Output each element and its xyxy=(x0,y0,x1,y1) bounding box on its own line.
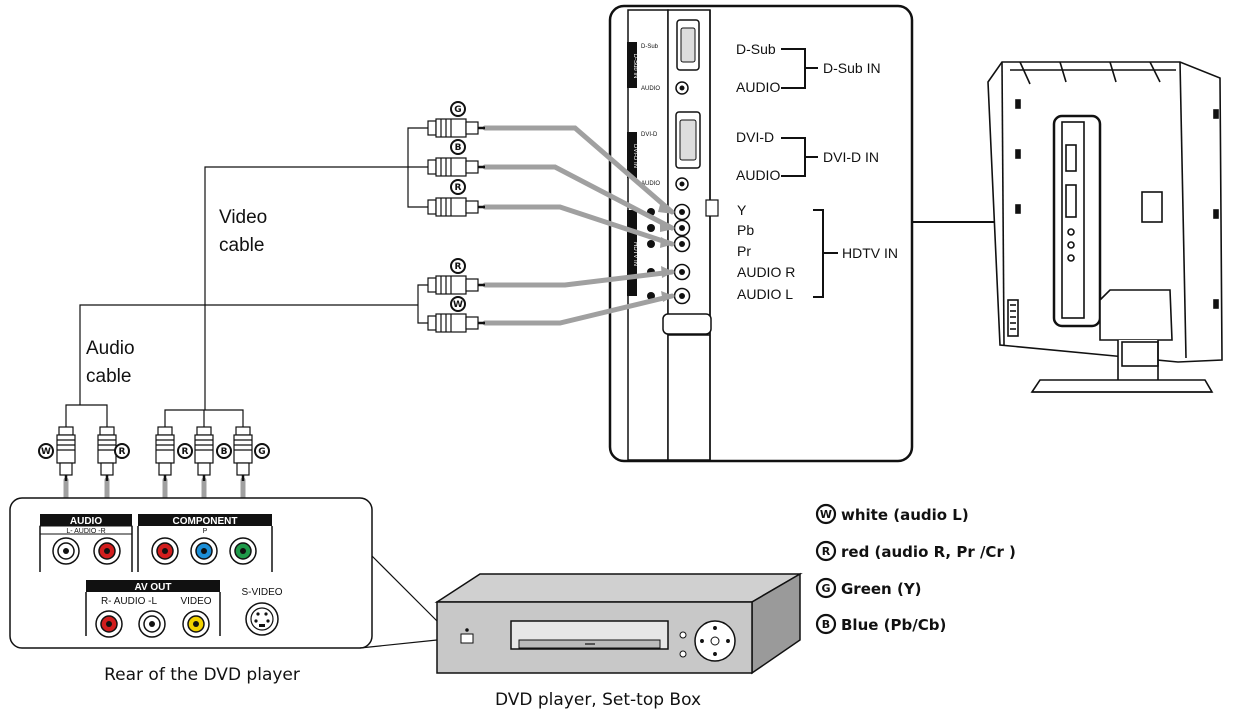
av-out-plate-label: AV OUT xyxy=(134,582,171,593)
badge-g-top: G xyxy=(450,101,466,117)
input-panel: D-Sub IN DVI-D IN HDTV IN D-Sub AUDIO DV… xyxy=(608,4,914,463)
label-dsub-audio: AUDIO xyxy=(736,79,780,95)
label-hdtv-pb: Pb xyxy=(737,222,754,238)
legend-badge-b: B xyxy=(822,618,830,631)
svideo-label: S-VIDEO xyxy=(241,587,282,598)
color-legend: W white (audio L) R red (audio R, Pr /Cr… xyxy=(815,503,1016,635)
audio-plate-label: AUDIO xyxy=(70,516,102,527)
legend-text-white: white (audio L) xyxy=(841,506,969,524)
video-cable-label-line1: Video xyxy=(219,207,267,228)
legend-badge-r: R xyxy=(822,545,831,558)
vertical-label-hdtv: HDTV IN xyxy=(632,242,638,266)
label-hdtv-pr: Pr xyxy=(737,243,751,259)
svg-text:G: G xyxy=(258,447,265,457)
svideo-jack xyxy=(245,602,279,636)
badge-r-top: R xyxy=(450,179,466,195)
label-hdtv-y: Y xyxy=(737,202,747,218)
legend-item-white: W white (audio L) xyxy=(815,503,969,525)
dvd-rear-panel: AUDIO L- AUDIO -R COMPONENT P AV OUT R- … xyxy=(9,497,438,649)
av-out-video-jack xyxy=(182,610,210,638)
tick-label-dsub: D-Sub xyxy=(641,44,659,50)
svg-text:W: W xyxy=(41,447,51,457)
vertical-label-dvid: DVI-D IN xyxy=(632,144,638,168)
audio-cable-label-line2: cable xyxy=(86,366,131,387)
dvd-front-caption: DVD player, Set-top Box xyxy=(495,690,701,710)
badge-w-bottom: W xyxy=(38,443,54,459)
svg-text:R: R xyxy=(455,262,462,272)
video-cable-label-line2: cable xyxy=(219,235,264,256)
rear-pb-jack xyxy=(190,537,218,565)
rear-y-jack xyxy=(229,537,257,565)
legend-item-red: R red (audio R, Pr /Cr ) xyxy=(815,540,1016,562)
label-dsub: D-Sub xyxy=(736,41,776,57)
legend-text-red: red (audio R, Pr /Cr ) xyxy=(841,543,1016,561)
svg-text:W: W xyxy=(453,300,463,310)
legend-text-blue: Blue (Pb/Cb) xyxy=(841,616,946,634)
legend-text-green: Green (Y) xyxy=(841,580,922,598)
svg-text:B: B xyxy=(455,143,462,153)
tick-label-dvid: DVI-D xyxy=(641,132,658,138)
badge-w-audio: W xyxy=(450,296,466,312)
badge-r-bottom: R xyxy=(114,443,130,459)
av-out-audio-label: R- AUDIO -L xyxy=(101,596,158,607)
monitor-rear xyxy=(987,61,1223,393)
rca-plugs-vertical xyxy=(56,426,253,481)
svg-text:G: G xyxy=(454,105,461,115)
av-out-audio-r-jack xyxy=(95,610,123,638)
label-hdtv-audio-l: AUDIO L xyxy=(737,286,793,302)
svg-text:B: B xyxy=(221,447,228,457)
legend-badge-g: G xyxy=(821,582,830,595)
component-plate-label: COMPONENT xyxy=(173,516,238,527)
label-hdtv-in: HDTV IN xyxy=(842,245,898,261)
badge-g-bottom: G xyxy=(254,443,270,459)
av-out-audio-l-jack xyxy=(138,610,166,638)
badge-b-bottom: B xyxy=(216,443,232,459)
audio-sub-label: L- AUDIO -R xyxy=(66,528,105,535)
svg-text:R: R xyxy=(182,447,189,457)
badge-b-top: B xyxy=(450,139,466,155)
badge-r-bottom-2: R xyxy=(177,443,193,459)
label-dvid: DVI-D xyxy=(736,129,774,145)
cables xyxy=(63,125,675,548)
badge-r-audio: R xyxy=(450,258,466,274)
vertical-label-dsub: D-Sub IN xyxy=(632,54,638,79)
legend-item-green: G Green (Y) xyxy=(815,577,922,599)
legend-badge-w: W xyxy=(820,508,832,521)
rca-plugs-horizontal xyxy=(427,118,485,333)
av-out-video-label: VIDEO xyxy=(180,596,211,607)
svg-text:R: R xyxy=(119,447,126,457)
label-hdtv-audio-r: AUDIO R xyxy=(737,264,795,280)
audio-cable-label-line1: Audio xyxy=(86,338,135,359)
badges: G B R R W W R R B G xyxy=(38,101,466,459)
label-dvid-audio: AUDIO xyxy=(736,167,780,183)
tick-label-audio-1: AUDIO xyxy=(641,86,660,92)
svg-text:R: R xyxy=(455,183,462,193)
rear-audio-l-jack xyxy=(52,537,80,565)
legend-item-blue: B Blue (Pb/Cb) xyxy=(815,613,946,635)
tick-label-audio-2: AUDIO xyxy=(641,181,660,187)
label-dvid-in: DVI-D IN xyxy=(823,149,879,165)
rear-pr-jack xyxy=(151,537,179,565)
component-sub-label: P xyxy=(203,528,208,535)
dvd-front-unit xyxy=(434,572,803,675)
thin-wires xyxy=(65,127,428,427)
label-dsub-in: D-Sub IN xyxy=(823,60,881,76)
dvd-rear-caption: Rear of the DVD player xyxy=(104,665,300,685)
rear-audio-r-jack xyxy=(93,537,121,565)
